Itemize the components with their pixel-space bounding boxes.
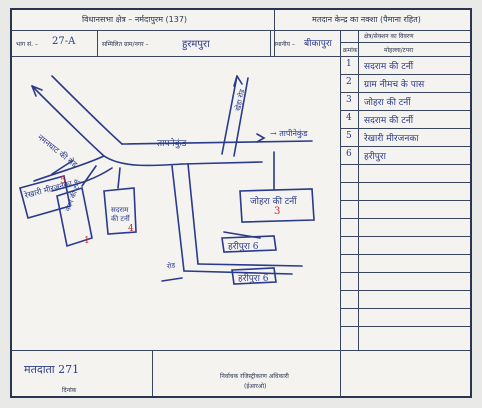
part-no-label: भाग सं. –: [16, 41, 38, 48]
table-row-divider: [340, 146, 470, 147]
table-row-name: हरीपुरा: [364, 152, 386, 162]
header-left-title: विधानसभा क्षेत्र – नर्मदापुरम (137): [82, 15, 188, 24]
part-no-value: 27-A: [52, 36, 76, 47]
map-junction: तापनेकुंड: [157, 139, 187, 149]
table-row-name: ग्राम नीमच के पास: [364, 80, 425, 90]
header-divider: [12, 30, 470, 31]
table-col-no: क्रमांक: [343, 47, 358, 54]
map-to-right: → तापीनेकुंड: [270, 129, 308, 138]
table-row-divider: [340, 218, 470, 219]
table-row-divider: [340, 182, 470, 183]
table-row-no: 6: [346, 149, 352, 159]
map-house-1-no: 5: [60, 176, 66, 186]
table-row-no: 4: [346, 113, 352, 123]
footer-sign-left: दिनांक: [62, 387, 77, 394]
map-haripura-1: हरीपुरा 6: [228, 242, 259, 252]
table-row-divider: [340, 272, 470, 273]
table-heading-divider: [340, 42, 470, 43]
table-row-name: सदराम की टर्नी: [364, 116, 414, 126]
table-row-divider: [340, 74, 470, 75]
map-house-4: जोहरा की टर्नी: [250, 197, 297, 207]
table-row-divider: [340, 254, 470, 255]
locality-value: बीकापुरा: [304, 39, 332, 49]
footer-col-divider-1: [152, 350, 153, 396]
voter-count: मतदाता 271: [24, 363, 80, 376]
map-sheet: विधानसभा क्षेत्र – नर्मदापुरम (137) मतदा…: [10, 8, 472, 398]
table-row-divider: [340, 164, 470, 165]
table-row-divider: [340, 236, 470, 237]
map-haripura-2: हरीपुरा 6: [238, 274, 269, 284]
table-row-no: 1: [346, 59, 352, 69]
footer-divider: [12, 350, 470, 351]
subheader-divider-a: [97, 30, 98, 56]
footer-col-divider-2: [340, 350, 341, 396]
locality-label: स्थानीय –: [274, 41, 295, 48]
table-row-divider: [340, 128, 470, 129]
table-row-divider: [340, 326, 470, 327]
table-left-border: [340, 30, 341, 350]
table-col-divider: [358, 30, 359, 350]
table-row-name: सदराम की टर्नी: [364, 62, 414, 72]
table-row-divider: [340, 92, 470, 93]
table-row-divider: [340, 308, 470, 309]
table-row-divider: [340, 200, 470, 201]
map-drawing: [19, 75, 315, 285]
village-value: हुरमपुरा: [182, 39, 210, 50]
table-row-no: 3: [346, 95, 352, 105]
subheader-divider-b: [270, 30, 271, 56]
table-heading: क्षेत्र/सेक्शन का विवरण: [364, 33, 414, 40]
table-row-divider: [340, 110, 470, 111]
map-house-3: सदराम की टर्नी: [111, 206, 130, 223]
map-house-2-no: 1: [84, 236, 90, 246]
map-house-4-no: 3: [274, 206, 281, 217]
subheader-divider: [12, 56, 470, 57]
footer-sign-right-2: (ईआरओ): [244, 383, 267, 390]
table-row-name: जोहरा की टर्नी: [364, 98, 411, 108]
header-vertical-divider: [274, 10, 275, 56]
header-right-title: मतदान केन्द्र का नक्शा (पैमाना रहित): [312, 15, 421, 24]
table-row-no: 2: [346, 77, 352, 87]
map-road-bottom: रोड: [166, 261, 176, 271]
village-label: सम्मिलित ग्राम/नगर –: [102, 41, 149, 48]
table-row-no: 5: [346, 131, 352, 141]
map-house-3-no: 4: [128, 224, 134, 234]
table-row-name: रेखारी मीरजनका: [364, 134, 419, 144]
table-col-name: मोहल्ला/टपरा: [384, 47, 414, 54]
table-row-divider: [340, 290, 470, 291]
table-row-divider: [340, 56, 470, 57]
footer-sign-right-1: निर्वाचक रजिस्ट्रीकरण अधिकारी: [220, 373, 289, 380]
